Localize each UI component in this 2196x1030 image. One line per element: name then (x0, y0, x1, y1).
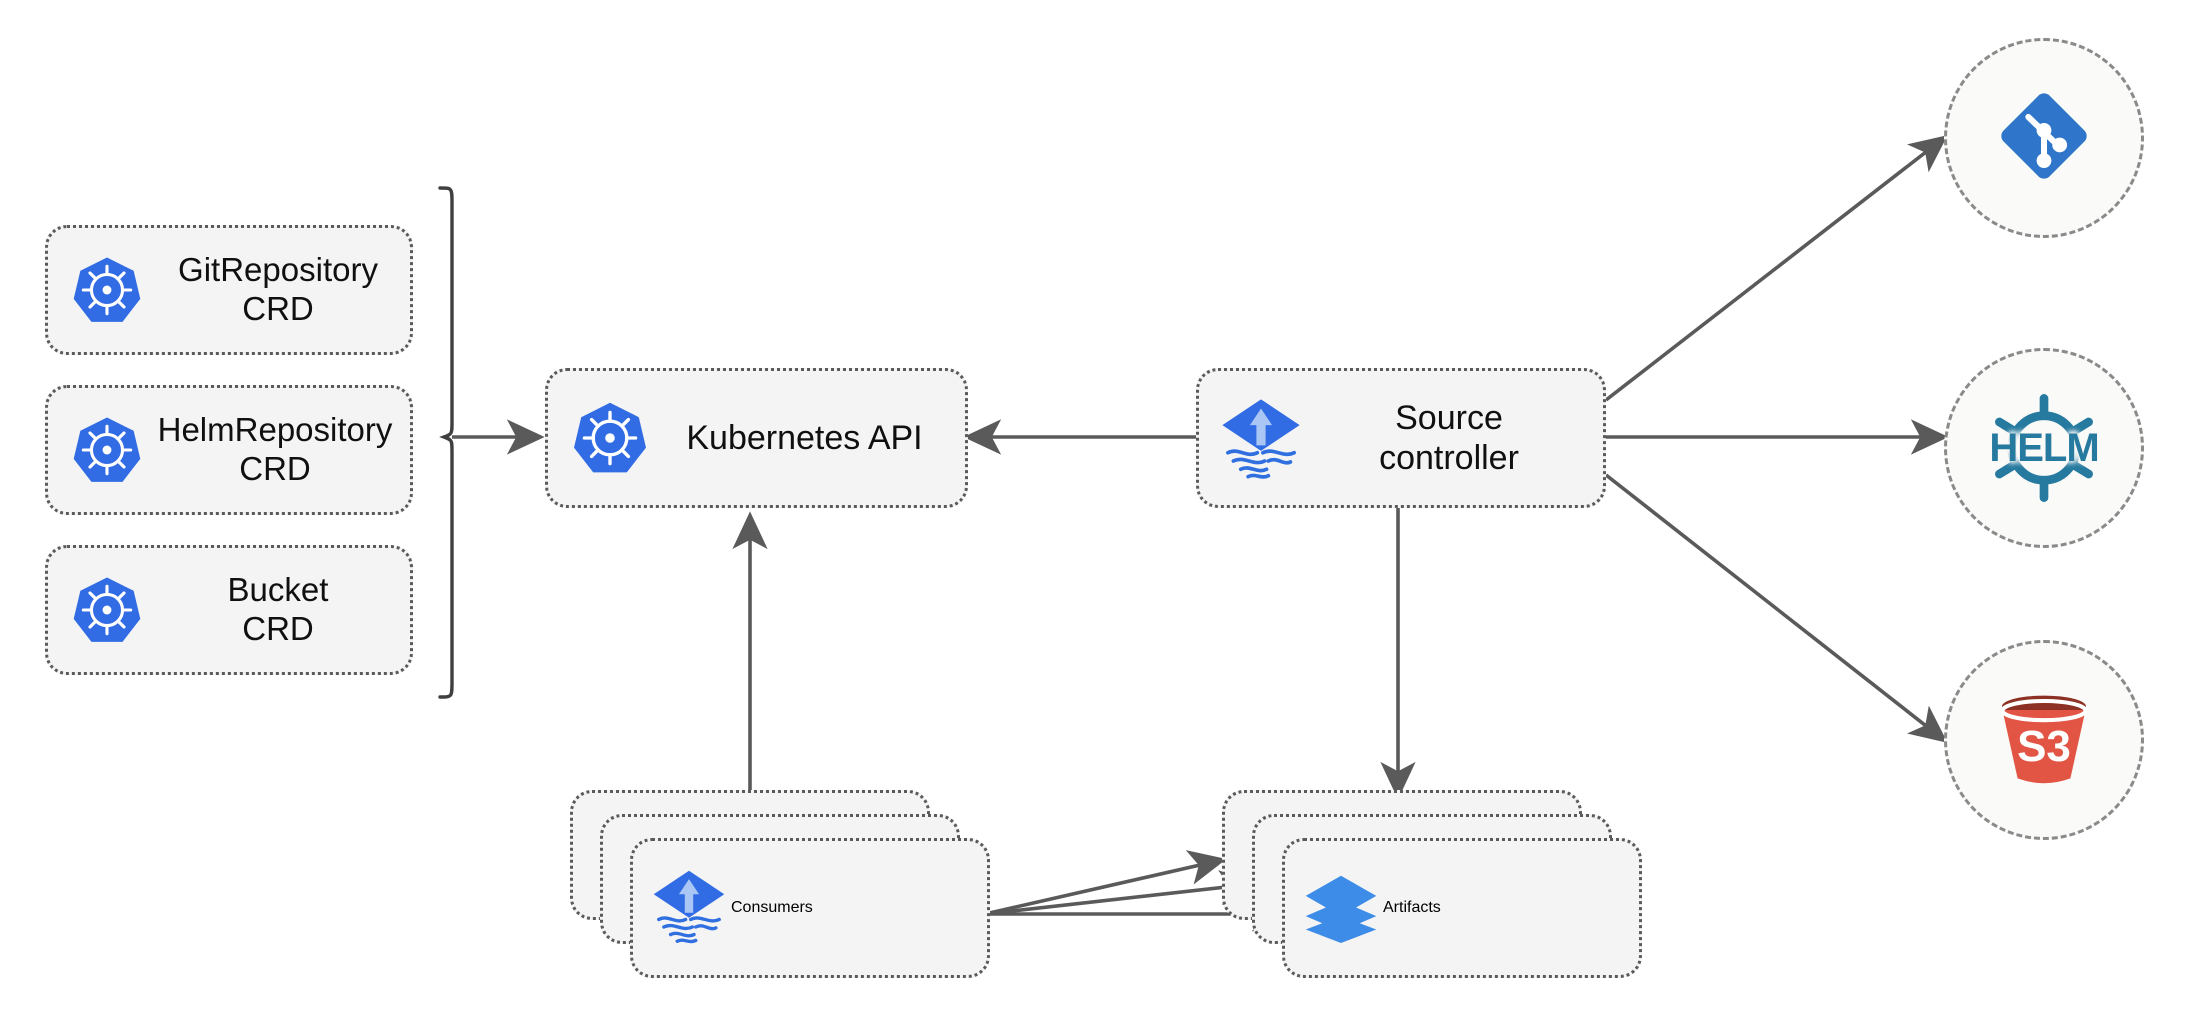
s3-label: S3 (2017, 722, 2071, 771)
artifacts-node[interactable]: Artifacts (1222, 790, 1642, 980)
crd-group-brace (438, 186, 454, 699)
kubernetes-icon (48, 573, 158, 647)
git-icon (1988, 80, 2100, 197)
artifacts-stack-front[interactable]: Artifacts (1282, 838, 1642, 978)
crd-box-gitrepository[interactable]: GitRepository CRD (45, 225, 413, 355)
kubernetes-icon (48, 253, 158, 327)
kubernetes-api-label: Kubernetes API (686, 418, 923, 457)
consumers-label: Consumers (731, 899, 813, 916)
source-circle-git[interactable] (1944, 38, 2144, 238)
arrow-consumers-to-artifacts-2 (984, 870, 1258, 916)
arrow-source-to-git (1604, 135, 1948, 402)
flux-icon (633, 864, 731, 953)
layers-icon (1285, 864, 1383, 953)
consumers-node[interactable]: Consumers (570, 790, 990, 980)
crd-label: Bucket CRD (227, 571, 329, 647)
flux-icon (1199, 392, 1307, 484)
crd-label: HelmRepository CRD (157, 411, 393, 487)
crd-box-bucket[interactable]: Bucket CRD (45, 545, 413, 675)
kubernetes-icon (48, 413, 152, 487)
artifacts-label: Artifacts (1383, 899, 1441, 916)
source-controller-node[interactable]: Source controller (1196, 368, 1606, 508)
consumers-stack-front[interactable]: Consumers (630, 838, 990, 978)
kubernetes-icon (548, 398, 656, 478)
source-controller-label: Source controller (1379, 398, 1519, 477)
crd-label: GitRepository CRD (178, 251, 378, 327)
s3-bucket-icon: S3 (1984, 680, 2104, 800)
arrow-source-to-s3 (1604, 473, 1948, 743)
helm-icon: HELM (1982, 386, 2106, 510)
arrow-consumers-to-artifacts-1 (984, 850, 1227, 916)
source-circle-s3[interactable]: S3 (1944, 640, 2144, 840)
kubernetes-api-node[interactable]: Kubernetes API (545, 368, 968, 508)
helm-label: HELM (1989, 425, 2099, 470)
crd-box-helmrepository[interactable]: HelmRepository CRD (45, 385, 413, 515)
source-circle-helm[interactable]: HELM (1944, 348, 2144, 548)
